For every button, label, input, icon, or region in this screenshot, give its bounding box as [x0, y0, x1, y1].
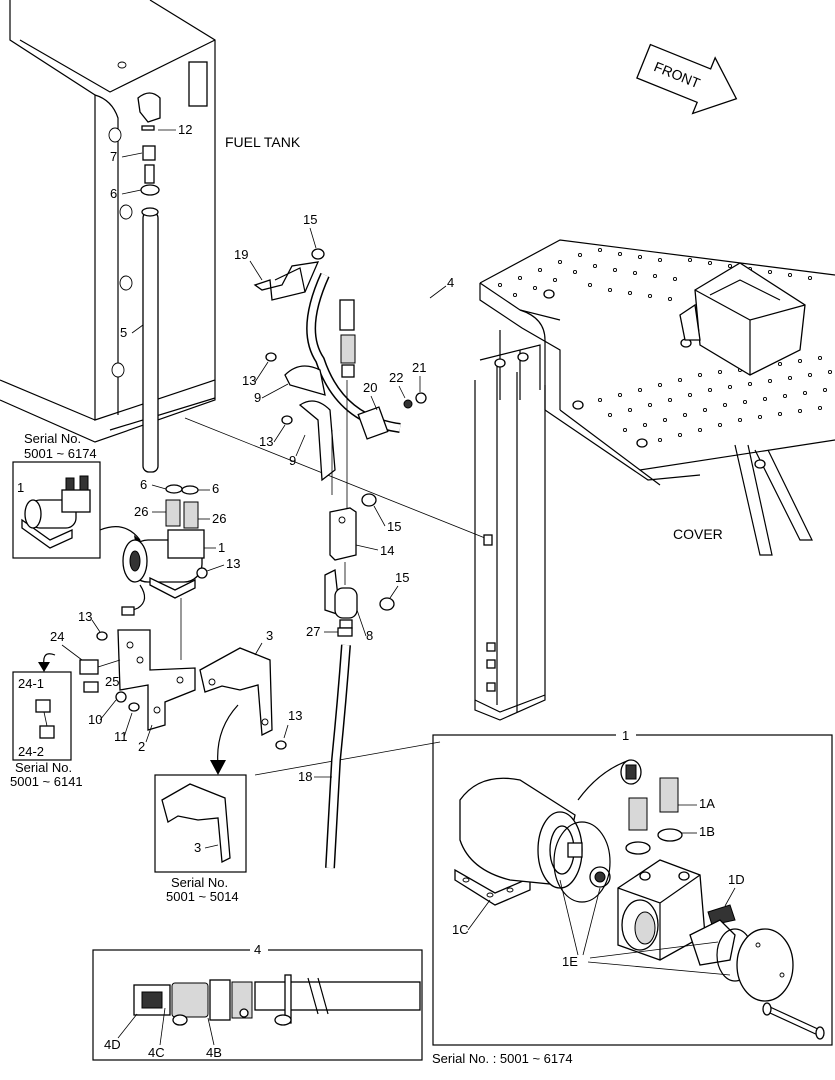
callout-5: 5 [120, 325, 127, 340]
filter-detail-icon [617, 777, 825, 1040]
serial-box3 [154, 774, 247, 873]
serial-box3-line1: Serial No. [171, 875, 228, 890]
pump-cover-icon [199, 647, 273, 737]
callout-15-mid: 15 [387, 519, 401, 534]
fuel-tank-label: FUEL TANK [225, 134, 301, 150]
fuel-pump-icon [121, 484, 205, 616]
serial-box1 [12, 461, 101, 559]
callout-1E: 1E [562, 954, 578, 969]
callout-1: 1 [218, 540, 225, 555]
callout-22: 22 [389, 370, 403, 385]
serial-detail1: Serial No. : 5001 ~ 6174 [432, 1051, 573, 1066]
callout-4: 4 [447, 275, 454, 290]
detail-4-title: 4 [254, 942, 261, 957]
callout-14: 14 [380, 543, 394, 558]
callout-4B: 4B [206, 1045, 222, 1060]
serial-box3-line2: 5001 ~ 5014 [166, 889, 239, 904]
callout-21: 21 [412, 360, 426, 375]
callout-24-1: 24-1 [18, 676, 44, 691]
serial-box24-line1: Serial No. [15, 760, 72, 775]
pump-bracket-icon [117, 629, 196, 731]
callout-6a: 6 [140, 477, 147, 492]
callout-10: 10 [88, 712, 102, 727]
callout-15-top: 15 [303, 212, 317, 227]
front-arrow-icon: FRONT [636, 43, 738, 115]
serial-box24-line2: 5001 ~ 6141 [10, 774, 83, 789]
callout-26b: 26 [212, 511, 226, 526]
callout-27: 27 [306, 624, 320, 639]
hose-detail-icon [133, 974, 421, 1026]
callout-8: 8 [366, 628, 373, 643]
pump-detail-icon [454, 759, 642, 906]
serial-box1-line2: 5001 ~ 6174 [24, 446, 97, 461]
fuel-tank-icon [0, 0, 216, 473]
callout-25: 25 [105, 674, 119, 689]
filter-bracket-14-icon [329, 507, 357, 561]
callout-7: 7 [110, 149, 117, 164]
callout-1D: 1D [728, 872, 745, 887]
callout-4D: 4D [104, 1037, 121, 1052]
callout-9-b: 9 [289, 453, 296, 468]
callout-1-box: 1 [17, 480, 24, 495]
callout-3-box: 3 [194, 840, 201, 855]
callout-13-bracket: 13 [78, 609, 92, 624]
step-cover-icon [474, 239, 835, 721]
callout-6: 6 [110, 186, 117, 201]
callout-1A: 1A [699, 796, 715, 811]
clamp-19-icon [253, 261, 320, 301]
callout-9-a: 9 [254, 390, 261, 405]
serial-box24 [12, 671, 72, 761]
callout-13-b: 13 [259, 434, 273, 449]
pump-cover-old-icon [161, 783, 231, 864]
detail-1-title: 1 [622, 728, 629, 743]
switch-24-icon [79, 659, 121, 693]
callout-24-2: 24-2 [18, 744, 44, 759]
serial-box1-line1: Serial No. [24, 431, 81, 446]
callout-12: 12 [178, 122, 192, 137]
callout-26a: 26 [134, 504, 148, 519]
callout-24: 24 [50, 629, 64, 644]
hose-9-icon [284, 365, 336, 482]
callout-13-cover: 13 [288, 708, 302, 723]
callout-2: 2 [138, 739, 145, 754]
switch-24-old-icon [35, 699, 55, 739]
callout-1C: 1C [452, 922, 469, 937]
callout-13-pump: 13 [226, 556, 240, 571]
callout-1B: 1B [699, 824, 715, 839]
fuel-hose-icon [306, 258, 460, 441]
callout-6b: 6 [212, 481, 219, 496]
fuel-filter-icon [324, 569, 358, 629]
callout-20: 20 [363, 380, 377, 395]
callout-19: 19 [234, 247, 248, 262]
callout-3: 3 [266, 628, 273, 643]
callout-15-low: 15 [395, 570, 409, 585]
callout-4C: 4C [148, 1045, 165, 1060]
callout-13-a: 13 [242, 373, 256, 388]
cover-label: COVER [673, 526, 723, 542]
callout-18: 18 [298, 769, 312, 784]
callout-11: 11 [114, 729, 128, 744]
fuel-pump-small-icon [21, 475, 91, 549]
